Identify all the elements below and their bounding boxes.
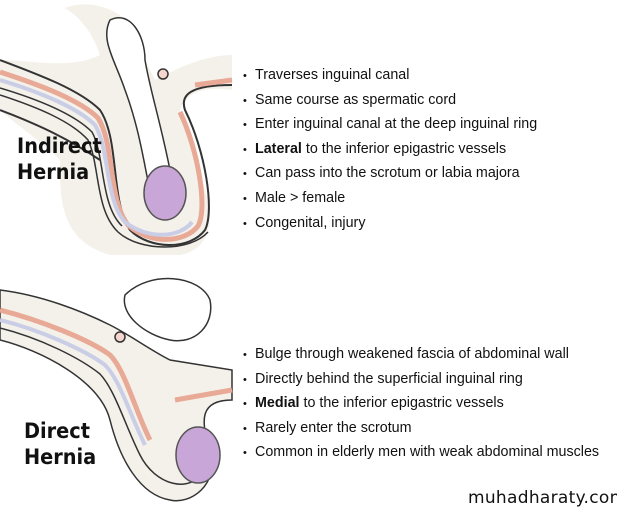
title-line: Indirect bbox=[17, 134, 102, 158]
bullet-icon: • bbox=[243, 119, 247, 132]
title-line: Hernia bbox=[24, 445, 97, 469]
title-line: Direct bbox=[24, 419, 90, 443]
bullet-item: • Enter inguinal canal at the deep inguin… bbox=[243, 112, 537, 137]
bullet-item: • Same course as spermatic cord bbox=[243, 88, 537, 113]
bullet-text: Rarely enter the scrotum bbox=[255, 419, 412, 436]
bullet-item: • Congenital, injury bbox=[243, 211, 537, 236]
bullet-text: Common in elderly men with weak abdomina… bbox=[255, 444, 600, 461]
bullet-icon: • bbox=[243, 447, 247, 460]
title-line: Hernia bbox=[17, 160, 90, 184]
bullet-text: to the inferior epigastric vessels bbox=[301, 140, 507, 157]
bullet-icon: • bbox=[243, 192, 247, 205]
bullet-icon: • bbox=[243, 94, 247, 107]
bullet-text: Enter inguinal canal at the deep inguina… bbox=[255, 116, 538, 133]
bullet-item: • Can pass into the scrotum or labia majo… bbox=[243, 161, 537, 186]
bullet-item: • Lateral to the inferior epigastric vess… bbox=[243, 137, 537, 162]
bullet-icon: • bbox=[243, 398, 247, 411]
bullet-item: • Common in elderly men with weak abdomin… bbox=[243, 440, 599, 465]
bullet-text: Bulge through weakened fascia of abdomin… bbox=[255, 346, 569, 362]
bullet-icon: • bbox=[243, 373, 247, 386]
bullet-icon: • bbox=[243, 422, 247, 435]
bullet-text: Directly behind the superficial inguinal… bbox=[255, 370, 523, 387]
bullet-text: Traverses inguinal canal bbox=[255, 67, 410, 83]
bullet-text: to the inferior epigastric vessels bbox=[299, 395, 504, 412]
bullet-icon: • bbox=[243, 217, 247, 230]
bullet-item: • Directly behind the superficial inguina… bbox=[243, 367, 599, 392]
bullet-item: • Male > female bbox=[243, 186, 537, 211]
bullet-text: Can pass into the scrotum or labia major… bbox=[255, 165, 520, 182]
bullet-item: • Rarely enter the scrotum bbox=[243, 416, 599, 441]
indirect-hernia-title: Indirect Hernia bbox=[17, 133, 102, 185]
bullet-icon: • bbox=[243, 168, 247, 181]
bullet-item: • Medial to the inferior epigastric vesse… bbox=[243, 391, 599, 416]
bullet-item: • Bulge through weakened fascia of abdomi… bbox=[243, 342, 599, 367]
bullet-icon: • bbox=[243, 349, 247, 361]
direct-hernia-title: Direct Hernia bbox=[24, 418, 96, 470]
bullet-text: Same course as spermatic cord bbox=[255, 91, 457, 108]
testis-shape bbox=[143, 165, 187, 221]
indirect-hernia-illustration bbox=[0, 4, 233, 255]
bullet-emphasis: Medial bbox=[255, 395, 300, 412]
bullet-item: • Traverses inguinal canal bbox=[243, 63, 537, 88]
bullet-icon: • bbox=[243, 143, 247, 156]
bullet-emphasis: Lateral bbox=[255, 140, 302, 157]
bullet-icon: • bbox=[243, 70, 247, 82]
indirect-hernia-facts: • Traverses inguinal canal • Same course as… bbox=[243, 63, 537, 235]
direct-hernia-illustration bbox=[0, 277, 240, 517]
bullet-text: Congenital, injury bbox=[255, 214, 366, 231]
watermark: muhadharaty.com bbox=[468, 488, 617, 508]
bullet-text: Male > female bbox=[255, 189, 346, 206]
direct-hernia-facts: • Bulge through weakened fascia of abdomi… bbox=[243, 342, 599, 465]
testis-shape bbox=[175, 426, 221, 484]
